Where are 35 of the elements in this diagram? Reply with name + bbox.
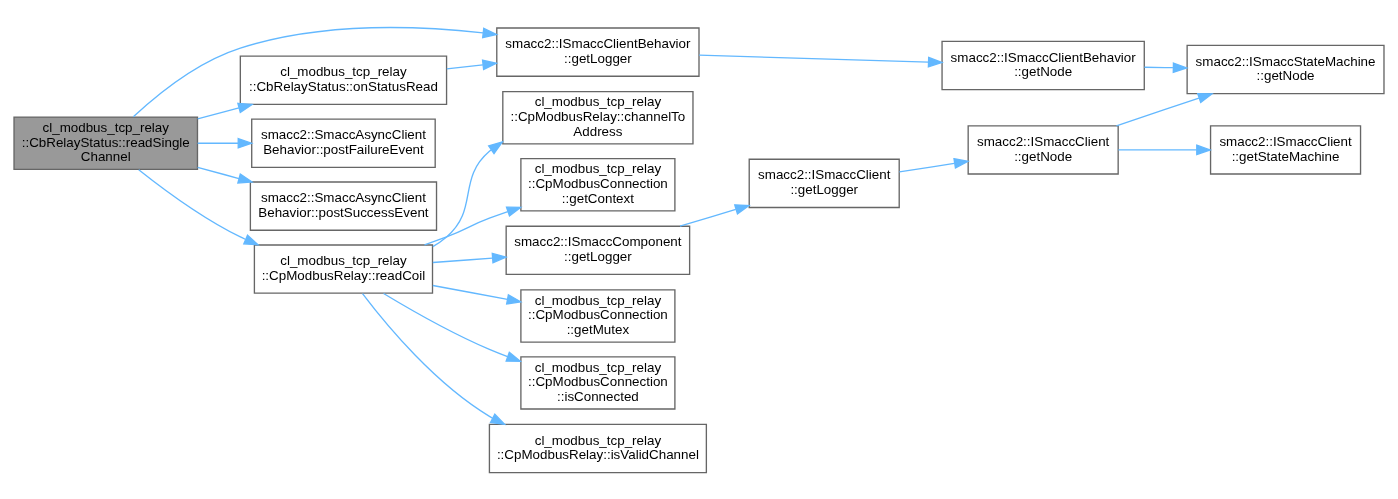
- arrow: [196, 137, 254, 149]
- node-box: cl_modbus_tcp_relay ::CpModbusConnection ::getContext: [520, 157, 676, 211]
- node-box: cl_modbus_tcp_relay ::CbRelayStatus::readSingle Channel: [13, 115, 199, 170]
- node-box: smacc2::ISmaccClientBehavior ::getLogger: [496, 26, 700, 77]
- arrow: [1117, 143, 1213, 156]
- arrow: [196, 102, 254, 120]
- arrow: [446, 58, 499, 70]
- node-box: cl_modbus_tcp_relay ::CbRelayStatus::onStatusRead: [239, 55, 448, 105]
- node-box: smacc2::ISmaccStateMachine ::getNode: [1186, 44, 1385, 94]
- node-box: cl_modbus_tcp_relay ::CpModbusRelay::readCoil: [253, 243, 434, 294]
- node-box: smacc2::SmaccAsyncClient Behavior::postFailureEvent: [251, 117, 436, 168]
- arrow: [432, 252, 508, 264]
- node-box: smacc2::ISmaccClient ::getLogger: [748, 158, 900, 208]
- node-box: cl_modbus_tcp_relay ::CpModbusConnection ::getMutex: [520, 288, 676, 343]
- node-box: smacc2::ISmaccClient ::getNode: [967, 124, 1119, 175]
- arrow: [132, 26, 499, 117]
- arrow: [196, 166, 254, 184]
- arrow: [432, 284, 523, 305]
- arrow: [361, 292, 507, 425]
- arrow: [898, 157, 970, 173]
- arrow: [382, 292, 523, 362]
- node-box: smacc2::SmaccAsyncClient Behavior::postSuccessEvent: [249, 180, 438, 231]
- arrow: [138, 168, 260, 246]
- arrow: [698, 54, 944, 68]
- node-box: cl_modbus_tcp_relay ::CpModbusRelay::isValidChannel: [488, 423, 708, 473]
- node-box: cl_modbus_tcp_relay ::CpModbusConnection ::isConnected: [520, 355, 676, 410]
- arrow: [679, 203, 751, 227]
- arrow: [1143, 61, 1189, 73]
- node-box: smacc2::ISmaccClient ::getStateMachine: [1209, 124, 1362, 175]
- node-box: smacc2::ISmaccComponent ::getLogger: [505, 225, 691, 275]
- arrow: [423, 205, 523, 245]
- arrow: [432, 140, 505, 247]
- node-box: smacc2::ISmaccClientBehavior ::getNode: [941, 40, 1145, 90]
- arrow: [1115, 92, 1214, 126]
- node-box: cl_modbus_tcp_relay ::CpModbusRelay::channelTo Address: [502, 90, 694, 145]
